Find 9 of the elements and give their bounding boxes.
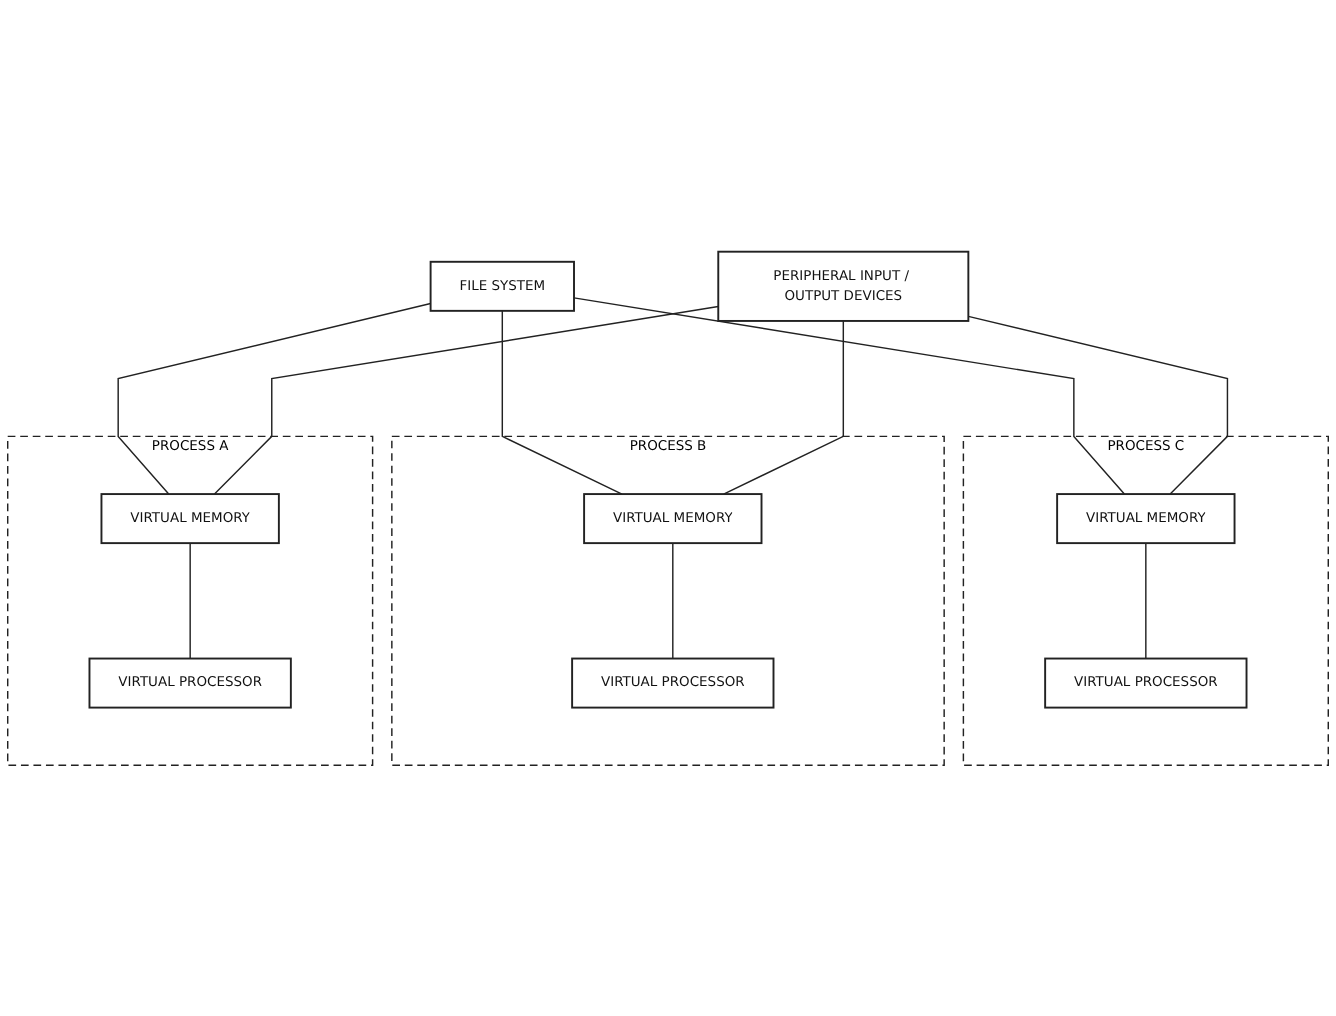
connector xyxy=(1145,541,1147,659)
connector xyxy=(722,319,845,495)
connector xyxy=(967,315,1229,495)
connector xyxy=(573,296,1126,495)
connector xyxy=(189,541,191,659)
connector xyxy=(672,541,674,659)
connector xyxy=(501,309,623,495)
connector xyxy=(117,302,432,495)
connector xyxy=(213,305,719,495)
